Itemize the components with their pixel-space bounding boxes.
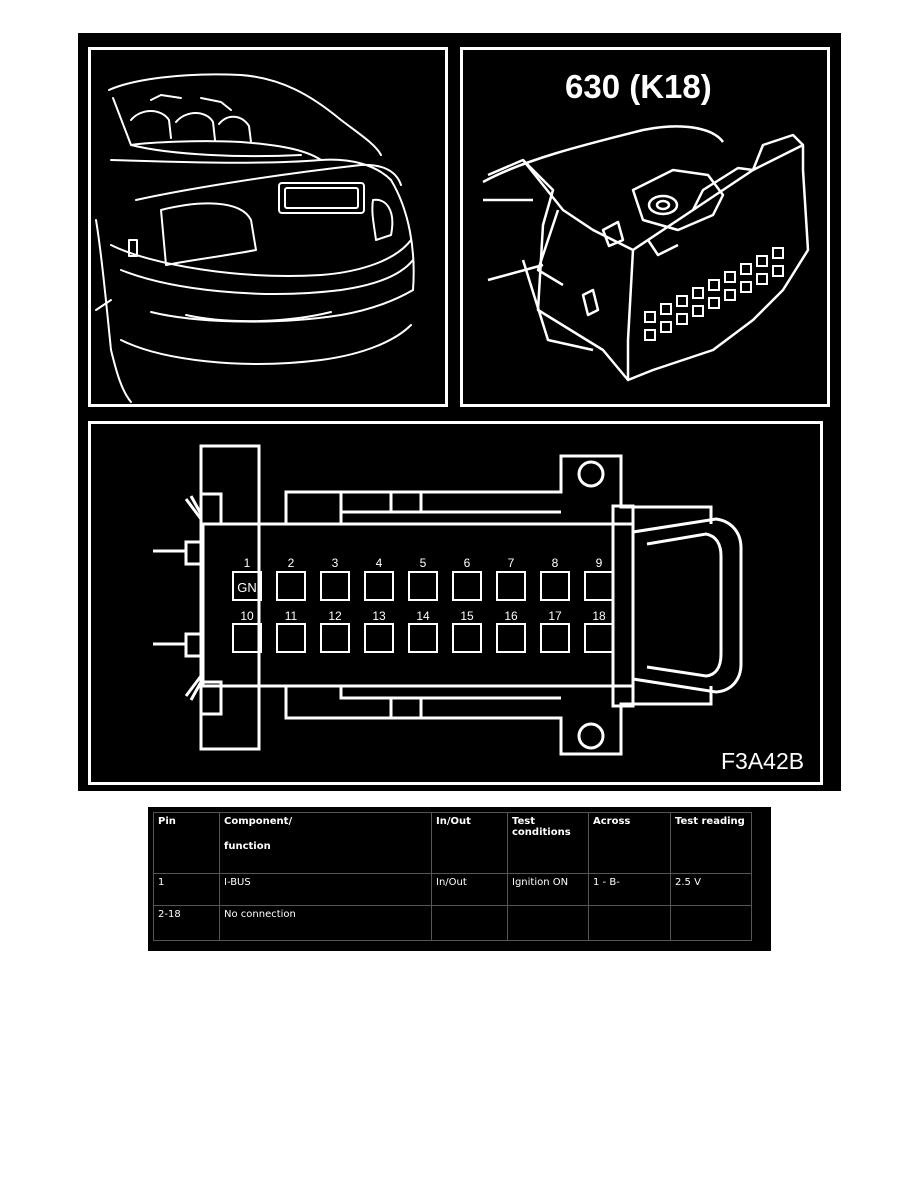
pin-number-label: 14 <box>416 609 430 623</box>
pin-number-label: 16 <box>504 609 518 623</box>
pin-number-label: 1 <box>244 556 251 570</box>
cell-pin: 2-18 <box>153 905 220 941</box>
pin-number-label: 3 <box>332 556 339 570</box>
pin-table: Pin Component/ function In/Out Test cond… <box>153 812 752 941</box>
pin1-wire-color: GN <box>237 580 257 595</box>
pin-number-label: 5 <box>420 556 427 570</box>
pin-number-label: 10 <box>240 609 254 623</box>
header-pin: Pin <box>153 812 220 874</box>
figure-code: F3A42B <box>721 748 804 774</box>
pin-number-label: 4 <box>376 556 383 570</box>
header-inout: In/Out <box>431 812 508 874</box>
table-row: 1 I-BUS In/Out Ignition ON 1 - B- 2.5 V <box>153 872 752 907</box>
cell-across: 1 - B- <box>588 872 671 907</box>
table-header-row: Pin Component/ function In/Out Test cond… <box>153 812 752 874</box>
cell-component: I-BUS <box>219 872 432 907</box>
cell-component: No connection <box>219 905 432 941</box>
pin-number-label: 7 <box>508 556 515 570</box>
table-row: 2-18 No connection <box>153 905 752 941</box>
cell-test-conditions <box>507 905 589 941</box>
cell-pin: 1 <box>153 872 220 907</box>
pin-table-container: Pin Component/ function In/Out Test cond… <box>148 807 771 951</box>
header-test-reading: Test reading <box>670 812 752 874</box>
pin-number-label: 6 <box>464 556 471 570</box>
pin-number-label: 13 <box>372 609 386 623</box>
cell-test-conditions: Ignition ON <box>507 872 589 907</box>
header-component-label: Component/ <box>224 816 293 827</box>
header-component: Component/ function <box>219 812 432 874</box>
pin-number-label: 18 <box>592 609 606 623</box>
car-rear-illustration <box>95 73 415 403</box>
cell-across <box>588 905 671 941</box>
header-test-conditions: Test conditions <box>507 812 589 874</box>
pin-number-label: 12 <box>328 609 342 623</box>
cell-test-reading: 2.5 V <box>670 872 752 907</box>
cell-test-reading <box>670 905 752 941</box>
cell-inout: In/Out <box>431 872 508 907</box>
connector-illustration: 630 (K18) <box>482 68 810 382</box>
connector-figure: 630 (K18) <box>78 33 841 791</box>
header-function-label: function <box>224 841 271 852</box>
vehicle-location-panel <box>88 47 448 407</box>
pin-number-label: 17 <box>548 609 562 623</box>
connector-view-panel: 630 (K18) <box>460 47 830 407</box>
pin-number-label: 2 <box>288 556 295 570</box>
cell-inout <box>431 905 508 941</box>
pin-number-label: 8 <box>552 556 559 570</box>
pin-number-label: 15 <box>460 609 474 623</box>
pin-number-label: 11 <box>285 609 298 623</box>
connector-code: 630 (K18) <box>565 68 712 105</box>
pin-number-label: 9 <box>596 556 603 570</box>
header-across: Across <box>588 812 671 874</box>
